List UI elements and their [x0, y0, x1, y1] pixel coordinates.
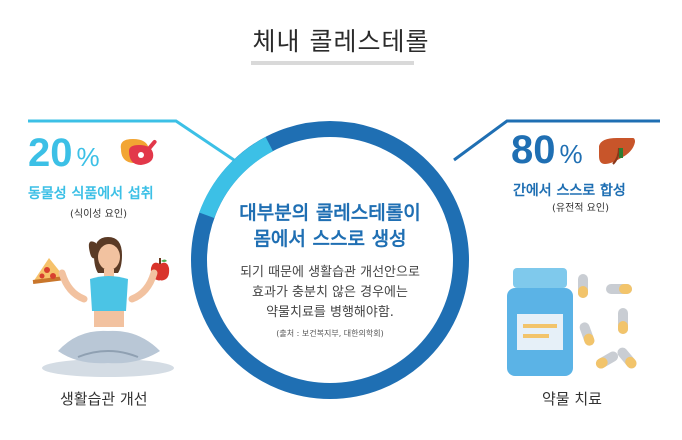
- right-connector-line: [453, 119, 660, 162]
- center-source: (출처 : 보건복지부, 대한의학회): [276, 329, 384, 338]
- left-percent: 20%: [28, 131, 100, 175]
- center-headline: 대부분의 콜레스테롤이 몸에서 스스로 생성: [180, 200, 480, 252]
- right-label: 간에서 스스로 합성: [513, 183, 626, 199]
- meat-icon: [120, 139, 157, 165]
- center-headline-line-2: 몸에서 스스로 생성: [253, 228, 407, 250]
- donut-light-segment: [199, 137, 274, 219]
- left-connector-line: [28, 119, 235, 162]
- title-underline: [251, 61, 414, 65]
- center-body-line-3: 약물치료를 병행해야함.: [266, 305, 394, 320]
- pill-bottle-illustration: [507, 268, 573, 376]
- liver-icon: [599, 138, 635, 165]
- right-percent: 80%: [511, 128, 583, 172]
- right-note: (유전적 요인): [552, 203, 609, 214]
- left-label: 동물성 식품에서 섭취: [28, 186, 154, 202]
- center-headline-line-1: 대부분의 콜레스테롤이: [239, 202, 421, 224]
- page-title: 체내 콜레스테롤: [252, 27, 430, 56]
- left-caption: 생활습관 개선: [60, 390, 148, 408]
- right-caption: 약물 치료: [542, 390, 602, 408]
- center-body-line-1: 되기 때문에 생활습관 개선안으로: [240, 265, 420, 280]
- left-note: (식이성 요인): [70, 209, 127, 220]
- capsules-illustration: [578, 274, 637, 369]
- woman-meditating-illustration: [42, 237, 174, 377]
- pizza-icon: [32, 258, 66, 284]
- donut-dark-segment: [191, 121, 469, 399]
- center-body-line-2: 효과가 충분치 않은 경우에는: [252, 285, 408, 300]
- center-body: 되기 때문에 생활습관 개선안으로 효과가 충분치 않은 경우에는 약물치료를 …: [200, 263, 460, 323]
